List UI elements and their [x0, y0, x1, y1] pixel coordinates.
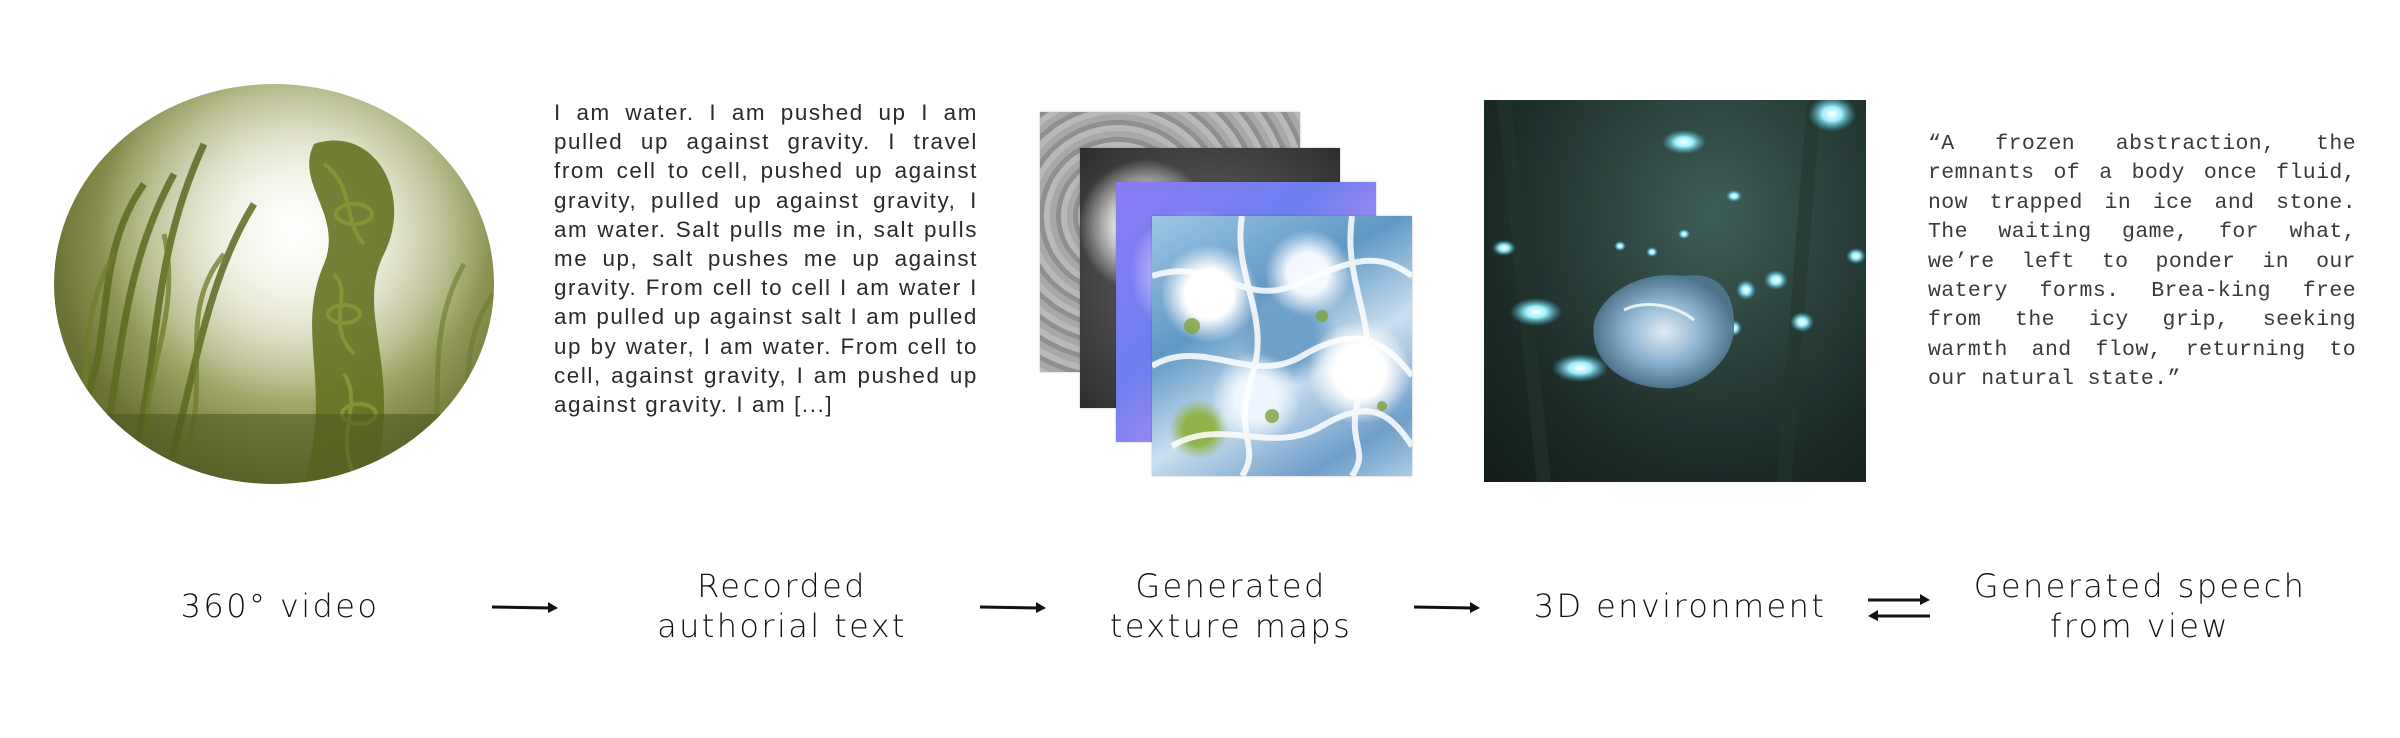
stage-label-generated-speech: Generated speech from view — [1950, 566, 2330, 646]
right-arrow-icon — [1413, 602, 1480, 613]
stage-label-line: authorial text — [657, 607, 907, 645]
video-360-image — [54, 84, 494, 484]
authorial-text: I am water. I am pushed up I am pulled u… — [554, 100, 978, 418]
stage-label-360-video: 360° video — [130, 586, 430, 626]
right-arrow-icon — [979, 602, 1046, 613]
stage-label-authorial-text: Recorded authorial text — [622, 566, 942, 646]
right-arrow-icon — [491, 602, 558, 613]
environment-3d-render — [1484, 100, 1866, 482]
stage-label-line: 360° video — [180, 587, 380, 625]
texture-maps-stack — [1040, 112, 1420, 482]
albedo-map — [1152, 216, 1412, 476]
stage-label-line: Generated speech — [1973, 567, 2307, 605]
generated-speech-text: “A frozen abstraction, the remnants of a… — [1928, 132, 2356, 392]
stage-label-line: texture maps — [1109, 607, 1353, 645]
stage-label-line: Generated — [1135, 567, 1327, 605]
stage-label-line: from view — [2050, 607, 2230, 645]
stage-label-line: Recorded — [697, 567, 867, 605]
stage-label-line: 3D environment — [1533, 587, 1827, 625]
bidirectional-arrow-icon — [1868, 594, 1930, 621]
stage-label-3d-environment: 3D environment — [1520, 586, 1840, 626]
stage-label-texture-maps: Generated texture maps — [1076, 566, 1386, 646]
